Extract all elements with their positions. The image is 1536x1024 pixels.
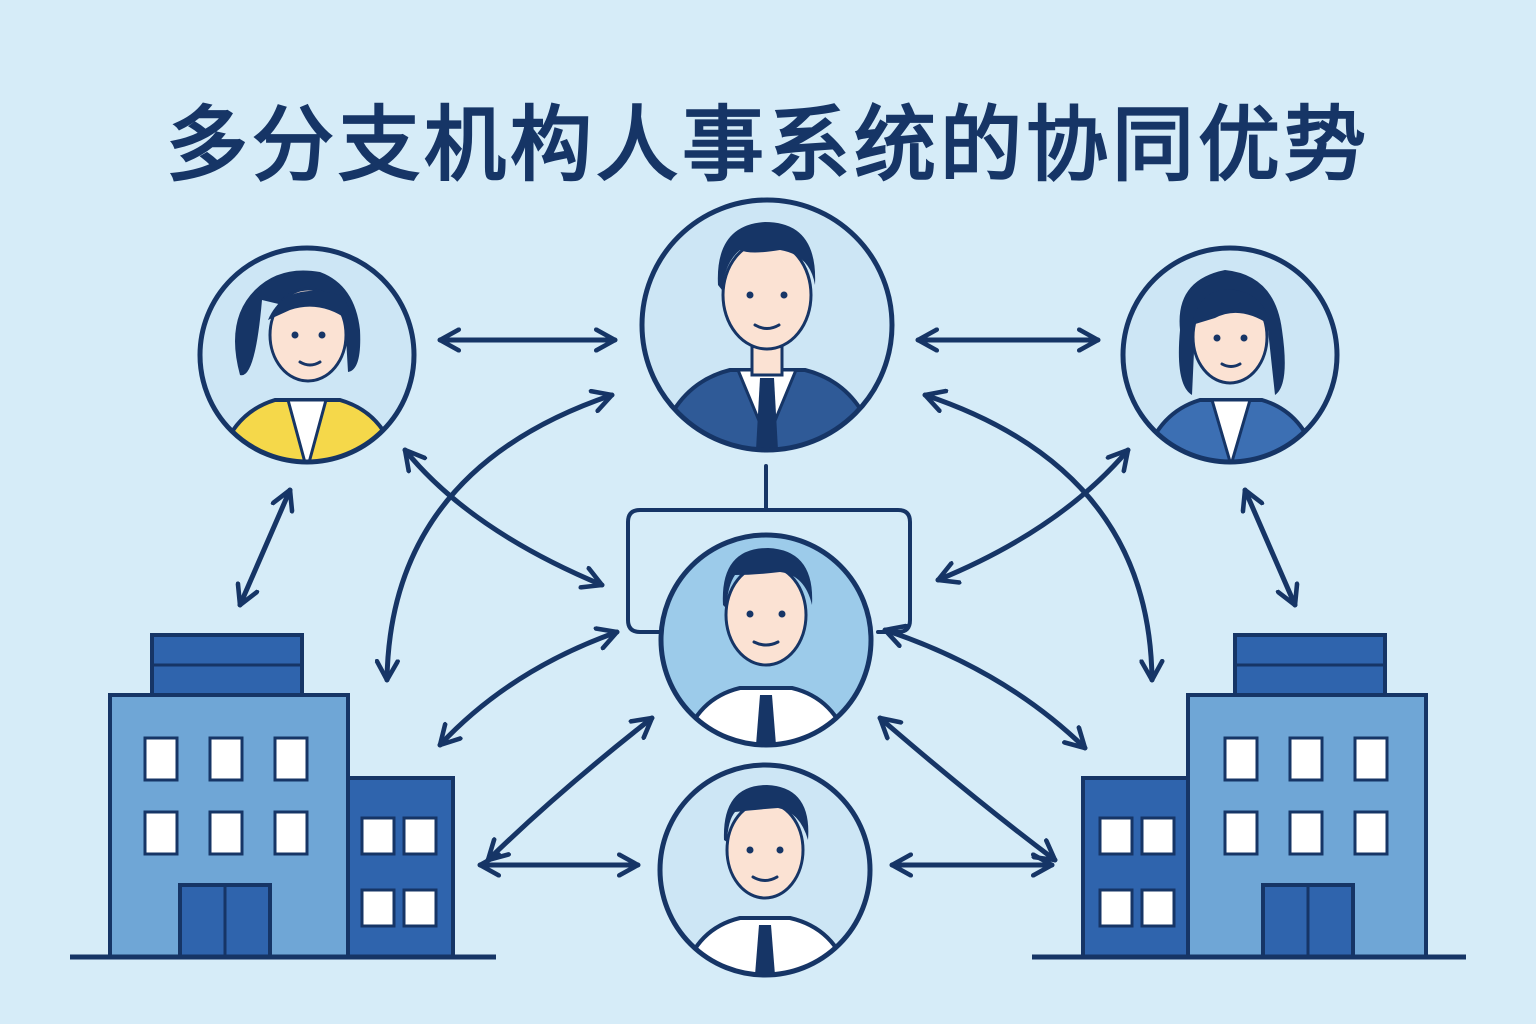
arrow-tl-building	[240, 487, 290, 608]
person-female-blue-icon	[1120, 245, 1340, 465]
arrow-center-building-left	[437, 632, 620, 748]
person-manager-icon	[639, 197, 895, 453]
arrow-tr-building	[1245, 487, 1295, 608]
arrow-tc-building-left	[387, 395, 615, 683]
arrow-tc-building-right	[922, 395, 1152, 683]
building-left-icon	[70, 633, 496, 960]
page-title: 多分支机构人事系统的协同优势	[165, 98, 1370, 193]
arrow-group	[240, 340, 1295, 865]
org-connector	[626, 464, 912, 634]
arrow-center-bottom-left	[485, 715, 655, 863]
person-bottom-icon	[657, 762, 873, 978]
person-female-yellow-icon	[197, 245, 417, 465]
arrow-center-building-right	[882, 630, 1088, 751]
arrow-center-bottom-right	[877, 715, 1058, 863]
person-center-icon	[658, 532, 874, 748]
building-right-icon	[1032, 633, 1466, 960]
arrow-tr-center	[935, 447, 1131, 580]
